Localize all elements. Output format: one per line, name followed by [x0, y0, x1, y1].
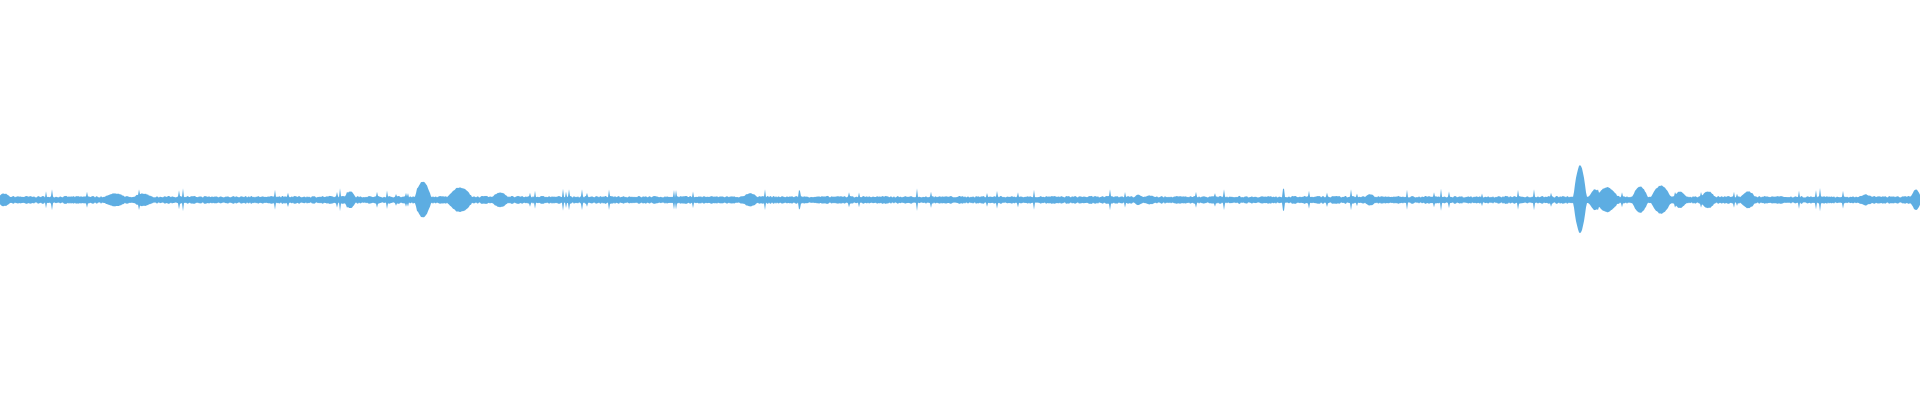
waveform-shape — [0, 165, 1920, 234]
